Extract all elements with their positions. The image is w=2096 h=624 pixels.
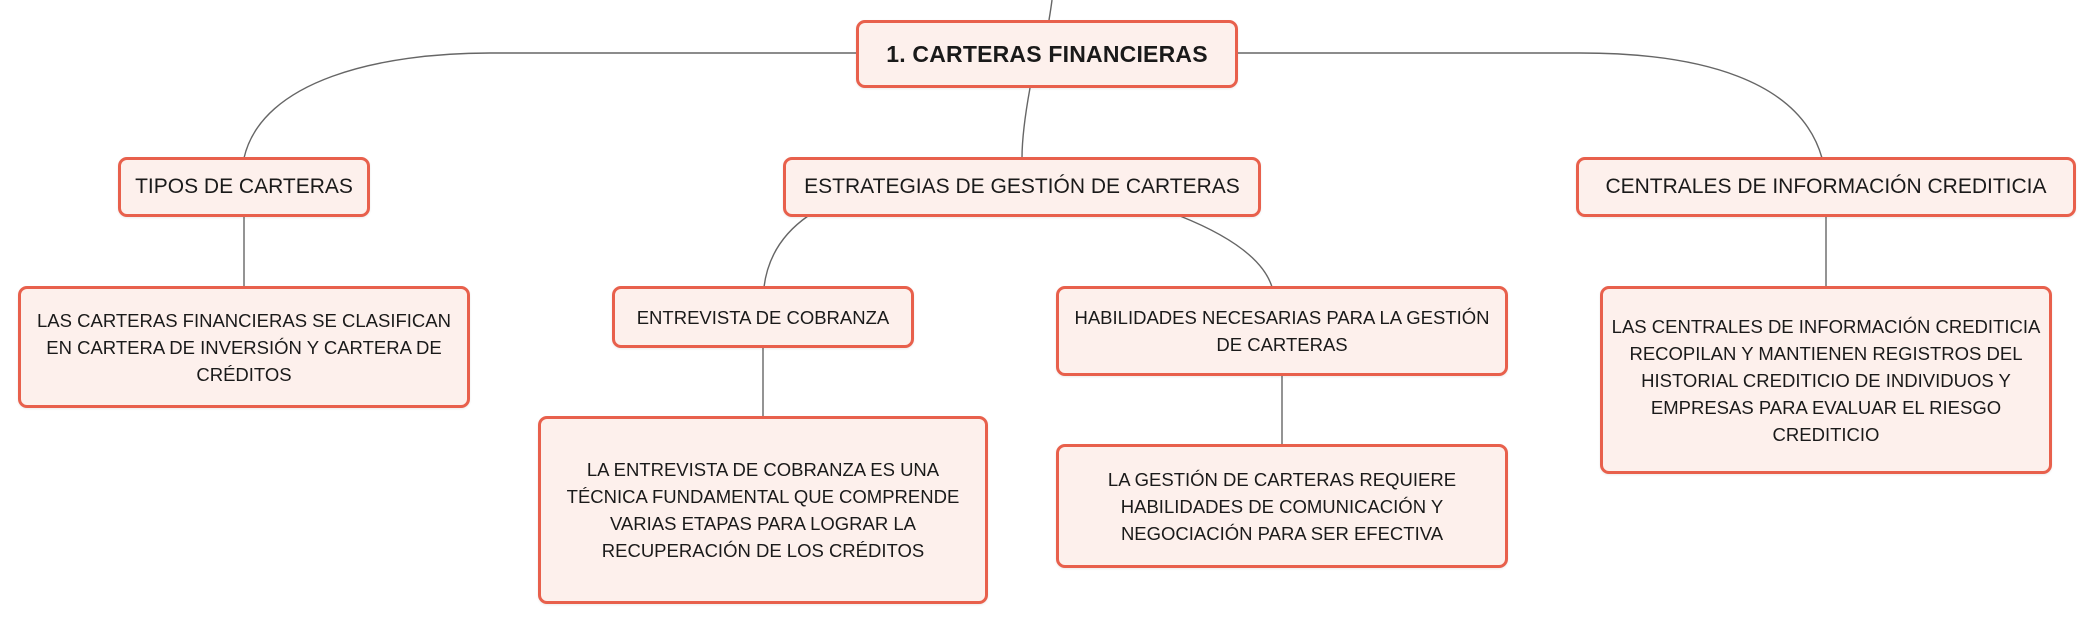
connector-estrategias-habilidades bbox=[1179, 215, 1273, 288]
note-text: LA GESTIÓN DE CARTERAS REQUIERE HABILIDA… bbox=[1107, 468, 1457, 544]
note-habilidades[interactable]: LA GESTIÓN DE CARTERAS REQUIERE HABILIDA… bbox=[1056, 444, 1508, 568]
topic-tipos-de-carteras[interactable]: TIPOS DE CARTERAS bbox=[118, 157, 370, 217]
central-topic[interactable]: 1. CARTERAS FINANCIERAS bbox=[856, 20, 1238, 88]
topic-label: TIPOS DE CARTERAS bbox=[135, 175, 353, 198]
note-centrales-informacion[interactable]: LAS CENTRALES DE INFORMACIÓN CREDITICIA … bbox=[1600, 286, 2052, 474]
connector-parent-root bbox=[1048, 0, 1053, 21]
note-text: LA ENTREVISTA DE COBRANZA ES UNA TÉCNICA… bbox=[566, 459, 960, 561]
connector-estrategias-entrevista bbox=[763, 215, 809, 288]
topic-label: CENTRALES DE INFORMACIÓN CREDITICIA bbox=[1605, 175, 2047, 198]
subtopic-label: HABILIDADES NECESARIAS PARA LA GESTIÓN D… bbox=[1074, 307, 1490, 355]
subtopic-entrevista-cobranza[interactable]: ENTREVISTA DE COBRANZA bbox=[612, 286, 914, 348]
topic-estrategias-gestion[interactable]: ESTRATEGIAS DE GESTIÓN DE CARTERAS bbox=[783, 157, 1261, 217]
subtopic-habilidades[interactable]: HABILIDADES NECESARIAS PARA LA GESTIÓN D… bbox=[1056, 286, 1508, 376]
subtopic-label: ENTREVISTA DE COBRANZA bbox=[636, 306, 890, 328]
connector-root-estrategias bbox=[1021, 87, 1031, 159]
connector-root-tipos bbox=[243, 52, 858, 159]
connector-root-centrales bbox=[1238, 52, 1823, 159]
topic-label: ESTRATEGIAS DE GESTIÓN DE CARTERAS bbox=[804, 175, 1240, 198]
note-text: LAS CENTRALES DE INFORMACIÓN CREDITICIA … bbox=[1611, 315, 2041, 445]
note-entrevista-cobranza[interactable]: LA ENTREVISTA DE COBRANZA ES UNA TÉCNICA… bbox=[538, 416, 988, 604]
note-text: LAS CARTERAS FINANCIERAS SE CLASIFICAN E… bbox=[37, 309, 451, 385]
topic-centrales-informacion[interactable]: CENTRALES DE INFORMACIÓN CREDITICIA bbox=[1576, 157, 2076, 217]
central-topic-label: 1. CARTERAS FINANCIERAS bbox=[886, 40, 1208, 67]
note-tipos-de-carteras[interactable]: LAS CARTERAS FINANCIERAS SE CLASIFICAN E… bbox=[18, 286, 470, 408]
